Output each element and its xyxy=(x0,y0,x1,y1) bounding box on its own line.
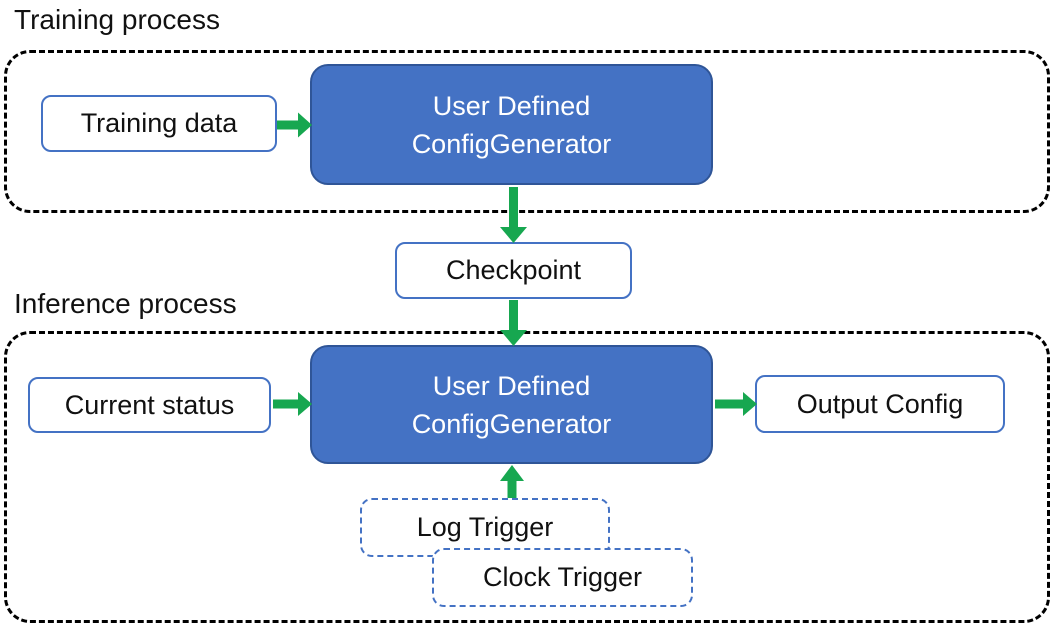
inference-process-container xyxy=(4,331,1050,623)
inference-section-label: Inference process xyxy=(14,288,237,319)
checkpoint-box: Checkpoint xyxy=(395,242,632,299)
inference-node-label-line1: User Defined xyxy=(432,370,591,401)
training-section-label: Training process xyxy=(14,4,220,35)
log-trigger-box: Log Trigger xyxy=(360,498,610,557)
inference-config-generator-node: User Defined ConfigGenerator xyxy=(310,345,713,464)
inference-node-label-line2: ConfigGenerator xyxy=(411,408,612,439)
clock-trigger-box: Clock Trigger xyxy=(432,548,693,607)
training-process-container xyxy=(4,50,1050,213)
training-node-label-line1: User Defined xyxy=(432,90,591,121)
training-node-label-line2: ConfigGenerator xyxy=(411,128,612,159)
training-config-generator-node: User Defined ConfigGenerator xyxy=(310,64,713,185)
current-status-box: Current status xyxy=(28,377,271,433)
output-config-box: Output Config xyxy=(755,375,1005,433)
training-data-box: Training data xyxy=(41,95,277,152)
